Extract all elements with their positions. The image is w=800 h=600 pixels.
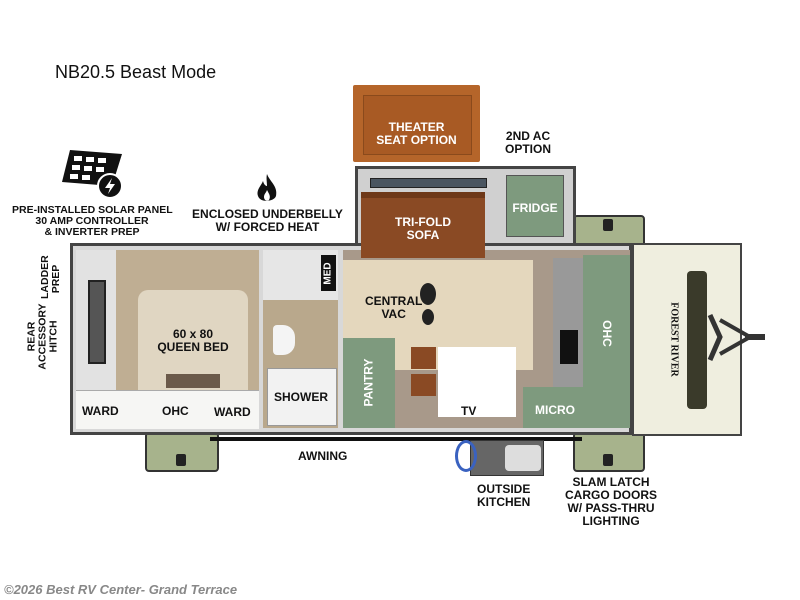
pantry-label: PANTRY bbox=[361, 358, 376, 407]
theater-seat-option: THEATER SEAT OPTION bbox=[353, 85, 480, 162]
flame-icon bbox=[257, 174, 277, 201]
ohc-rear[interactable]: OHC bbox=[162, 404, 189, 418]
dinette-seat bbox=[411, 347, 436, 369]
med-label: MED bbox=[322, 262, 334, 285]
rear-hitch-label: REAR ACCESSORY HITCH bbox=[25, 303, 60, 370]
dinette-seat bbox=[411, 374, 436, 396]
bedroom: 60 x 80 QUEEN BED WARD OHC WARD bbox=[76, 250, 259, 429]
outside-kitchen bbox=[470, 440, 544, 476]
awning-line bbox=[210, 437, 582, 441]
fridge: FRIDGE bbox=[506, 175, 564, 237]
fridge-label: FRIDGE bbox=[512, 201, 558, 215]
queen-bed: 60 x 80 QUEEN BED bbox=[138, 290, 248, 390]
bed-label: 60 x 80 QUEEN BED bbox=[157, 327, 229, 354]
solar-panel-icon bbox=[62, 150, 123, 199]
awning-label: AWNING bbox=[298, 449, 348, 463]
rear-fender bbox=[145, 432, 219, 472]
window bbox=[88, 280, 106, 364]
theater-seat-label: THEATER SEAT OPTION bbox=[376, 120, 457, 147]
ohc-front-label: OHC bbox=[599, 320, 614, 347]
second-ac-label: 2ND AC OPTION bbox=[505, 129, 552, 156]
wardrobe-row: WARD OHC WARD bbox=[76, 390, 259, 429]
watermark: ©2026 Best RV Center- Grand Terrace bbox=[4, 582, 238, 597]
shower-label: SHOWER bbox=[274, 390, 328, 404]
floorplan-title: NB20.5 Beast Mode bbox=[55, 62, 217, 82]
living-area: PANTRY CENTRAL VAC TV OHC MICRO bbox=[343, 250, 630, 428]
pantry: PANTRY bbox=[343, 338, 395, 428]
slide-window bbox=[370, 178, 487, 188]
ward-left[interactable]: WARD bbox=[82, 404, 119, 418]
cargo-doors-label: SLAM LATCH CARGO DOORS W/ PASS-THRU LIGH… bbox=[565, 475, 658, 528]
stove bbox=[560, 330, 578, 364]
underbelly-label: ENCLOSED UNDERBELLY W/ FORCED HEAT bbox=[192, 207, 343, 234]
ward-right[interactable]: WARD bbox=[214, 405, 251, 419]
ladder-prep-label: LADDER PREP bbox=[39, 255, 62, 299]
tv-label: TV bbox=[461, 404, 477, 418]
toilet-icon bbox=[273, 325, 295, 355]
outside-kitchen-label: OUTSIDE KITCHEN bbox=[477, 482, 531, 509]
front-fender-bottom bbox=[573, 432, 645, 472]
shower: SHOWER bbox=[267, 368, 337, 426]
tri-fold-sofa: TRI-FOLD SOFA bbox=[361, 192, 485, 258]
micro: MICRO bbox=[523, 387, 630, 428]
hose-icon bbox=[455, 440, 477, 472]
forest-river-logo: FOREST RIVER bbox=[668, 302, 680, 377]
bathroom: MED SHOWER bbox=[263, 250, 338, 428]
solar-label: PRE-INSTALLED SOLAR PANEL 30 AMP CONTROL… bbox=[12, 204, 173, 238]
hitch-icon bbox=[707, 313, 765, 361]
central-vac-label: CENTRAL VAC bbox=[365, 294, 423, 321]
micro-label: MICRO bbox=[535, 403, 575, 417]
front-cap: FOREST RIVER bbox=[632, 243, 742, 436]
boot-print-icon bbox=[420, 283, 436, 325]
sofa-label: TRI-FOLD SOFA bbox=[395, 215, 451, 242]
med-cabinet: MED bbox=[321, 255, 336, 291]
